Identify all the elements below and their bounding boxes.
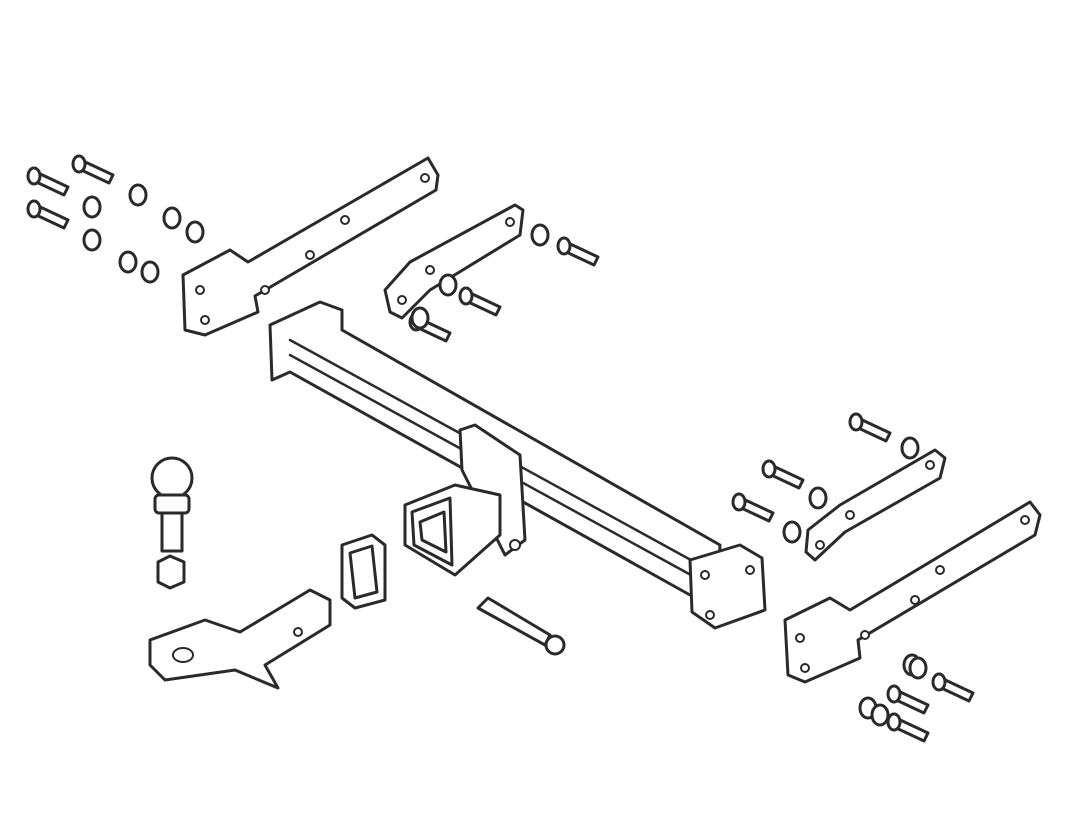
- nut: [438, 273, 458, 297]
- bolt: [886, 684, 930, 715]
- bolt: [761, 459, 805, 490]
- ball-mount-drawbar: [148, 588, 332, 690]
- nut: [140, 260, 160, 284]
- bolt: [71, 154, 115, 185]
- nut: [185, 220, 205, 244]
- nut: [908, 656, 928, 680]
- nut: [410, 306, 430, 330]
- main-crossbar: [268, 300, 767, 630]
- nut: [530, 223, 550, 247]
- bolt: [556, 236, 600, 267]
- square-collar: [340, 533, 387, 610]
- bolt: [931, 672, 975, 703]
- fasteners: [26, 154, 975, 743]
- right-mounting-plate: [783, 500, 1042, 684]
- nut: [82, 228, 102, 252]
- receiver-socket: [403, 483, 502, 577]
- bolt: [458, 286, 502, 317]
- bolt: [26, 199, 70, 230]
- hitch-pin: [476, 596, 566, 656]
- bolt: [731, 492, 775, 523]
- right-inner-bracket: [804, 448, 947, 562]
- left-inner-bracket: [383, 203, 525, 320]
- nut: [782, 520, 802, 544]
- left-mounting-plate: [181, 156, 440, 337]
- bolt: [886, 712, 930, 743]
- tow-ball: [150, 456, 194, 590]
- nut: [118, 250, 138, 274]
- nut: [870, 703, 890, 727]
- bolt: [848, 412, 892, 443]
- nut: [162, 206, 182, 230]
- nut: [808, 486, 828, 510]
- nut: [82, 195, 102, 219]
- bolt: [26, 166, 70, 197]
- nut: [128, 183, 148, 207]
- nut: [900, 436, 920, 460]
